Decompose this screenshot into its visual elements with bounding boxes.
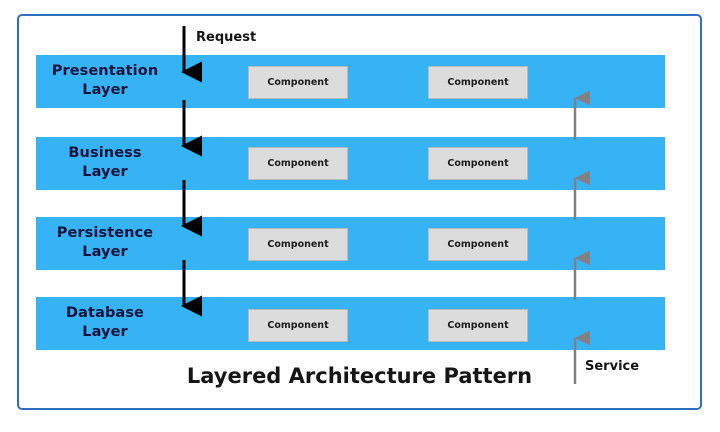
component-box[interactable]: Component — [428, 66, 528, 99]
layer-label-persistence: Persistence Layer — [40, 224, 170, 262]
layer-label-database-line1: Database — [66, 305, 144, 321]
layer-label-database: Database Layer — [40, 304, 170, 342]
component-box[interactable]: Component — [248, 147, 348, 180]
layer-bar-presentation[interactable] — [36, 55, 665, 108]
layer-bar-persistence[interactable] — [36, 217, 665, 270]
layer-label-persistence-line1: Persistence — [56, 225, 154, 241]
layer-bar-business[interactable] — [36, 137, 665, 190]
layer-label-persistence-line2: Layer — [82, 244, 128, 260]
layer-label-business-line2: Layer — [82, 164, 128, 180]
layer-label-presentation: Presentation Layer — [40, 62, 170, 100]
component-box[interactable]: Component — [248, 228, 348, 261]
layer-bar-database[interactable] — [36, 297, 665, 350]
layer-label-business-line1: Business — [68, 145, 142, 161]
layer-label-business: Business Layer — [40, 144, 170, 182]
service-label: Service — [585, 359, 640, 374]
layer-label-database-line2: Layer — [82, 324, 128, 340]
diagram-title: Layered Architecture Pattern — [186, 364, 533, 388]
layer-label-presentation-line1: Presentation — [51, 63, 159, 79]
component-box[interactable]: Component — [428, 309, 528, 342]
component-box[interactable]: Component — [248, 309, 348, 342]
layer-label-presentation-line2: Layer — [82, 82, 128, 98]
component-box[interactable]: Component — [248, 66, 348, 99]
component-box[interactable]: Component — [428, 228, 528, 261]
request-label: Request — [196, 30, 257, 45]
component-box[interactable]: Component — [428, 147, 528, 180]
